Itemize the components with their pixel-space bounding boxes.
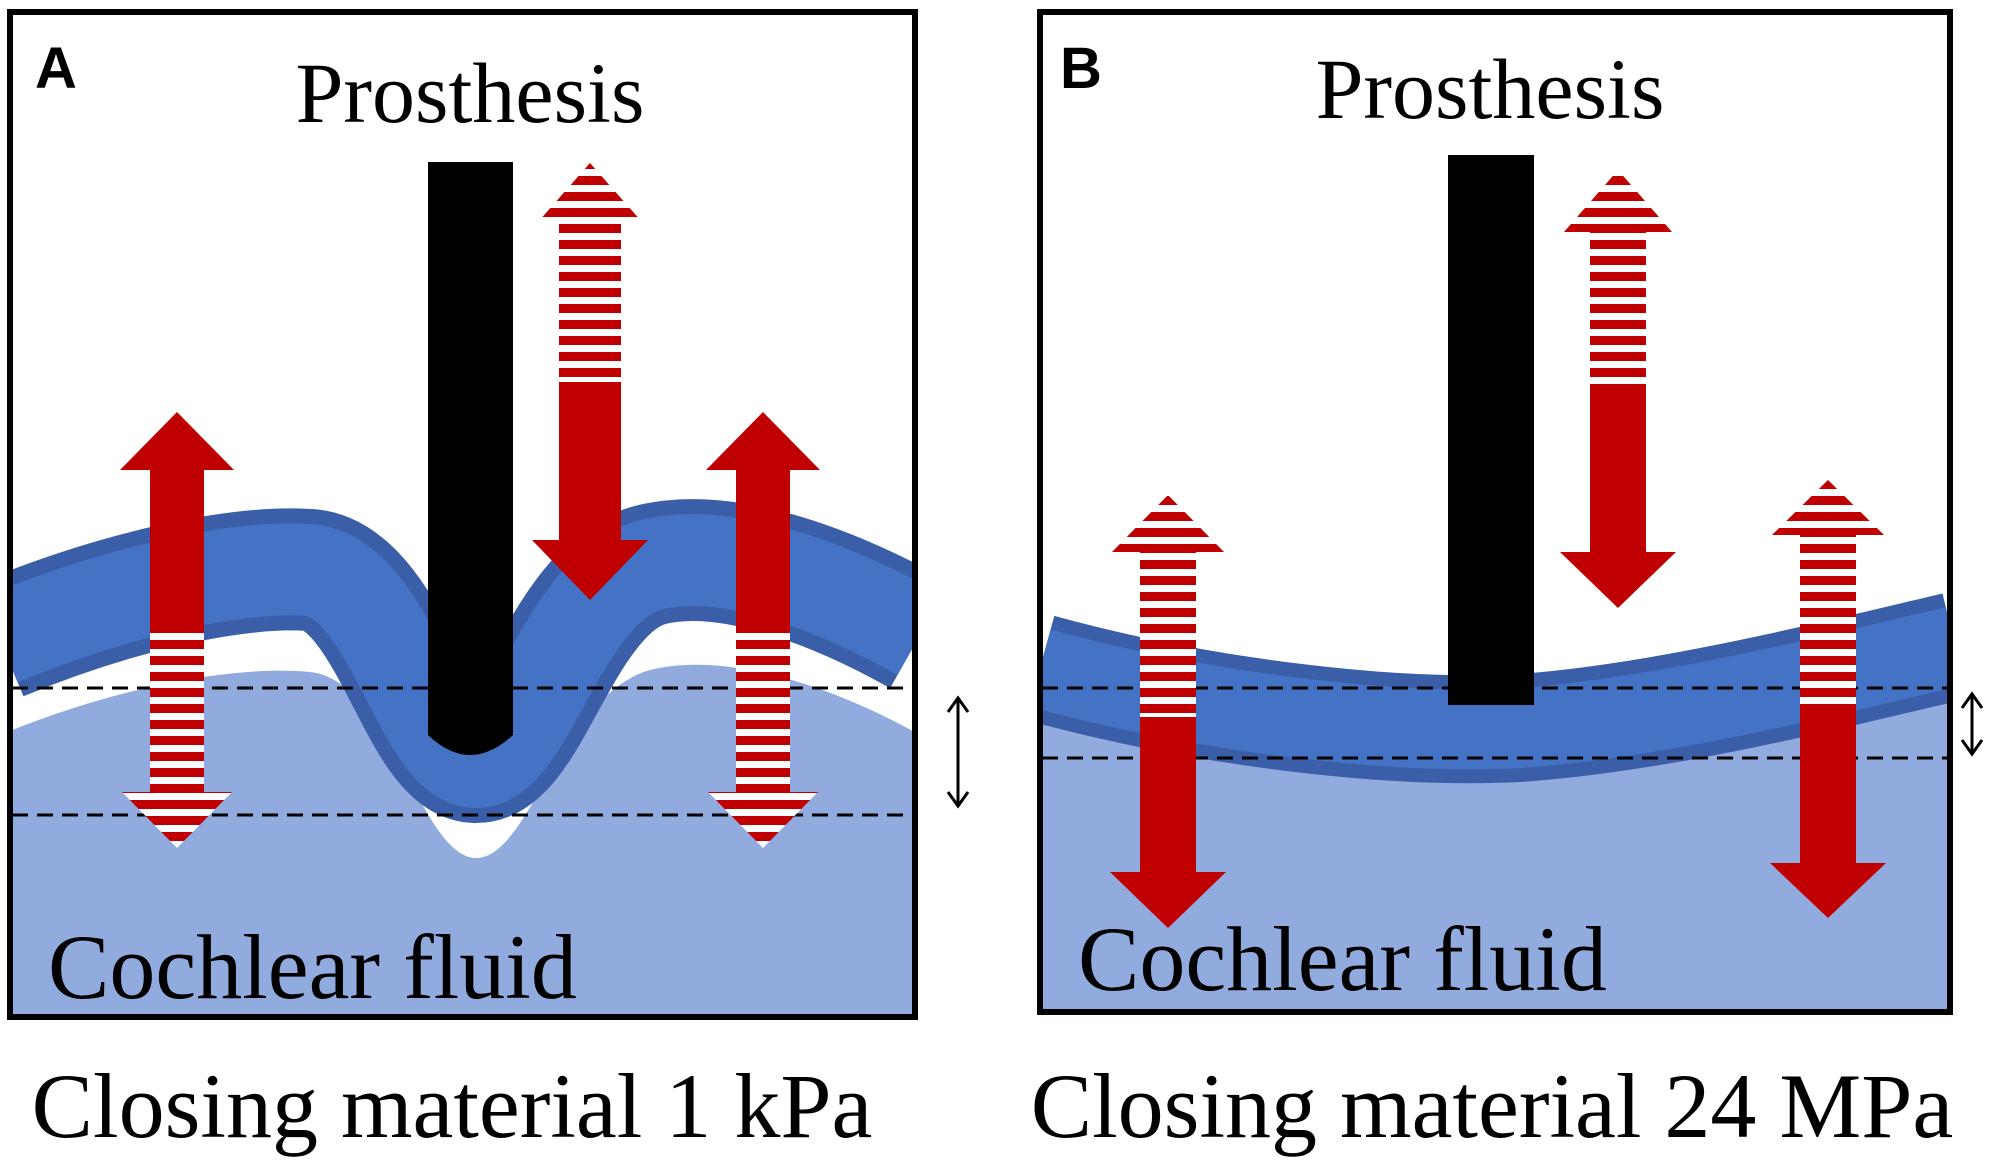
panel-letter-a: A [35,36,77,101]
prosthesis-arrow-a [532,163,648,600]
panel-a: A Prosthesis Cochlear fluid Closing mate… [7,9,970,1157]
cochlear-fluid-label-a: Cochlear fluid [48,916,577,1018]
prosthesis-label-a: Prosthesis [296,45,645,141]
double-arrow-icon [946,695,970,809]
prosthesis-rod-b [1448,155,1534,705]
double-arrow-icon [1960,691,1984,757]
membrane-arrow-right-b [1770,480,1886,918]
membrane-arrow-left-a [120,412,234,848]
cochlear-fluid-label-b: Cochlear fluid [1078,908,1607,1010]
prosthesis-label-b: Prosthesis [1316,41,1665,137]
panel-b: B Prosthesis Cochlear fluid Closing mate… [1031,9,1984,1157]
panel-a-frame [7,9,918,1020]
membrane-arrow-right-a [706,412,820,848]
panel-a-scene [10,499,915,1017]
prosthesis-arrow-b [1560,170,1676,608]
membrane-arrow-left-b [1110,495,1226,928]
panel-letter-b: B [1060,36,1102,101]
cochlear-fluid-a [10,664,915,1017]
prosthesis-rod-a [428,162,513,755]
panel-b-frame [1037,9,1953,1015]
caption-a: Closing material 1 kPa [32,1055,873,1157]
caption-b: Closing material 24 MPa [1031,1055,1953,1157]
